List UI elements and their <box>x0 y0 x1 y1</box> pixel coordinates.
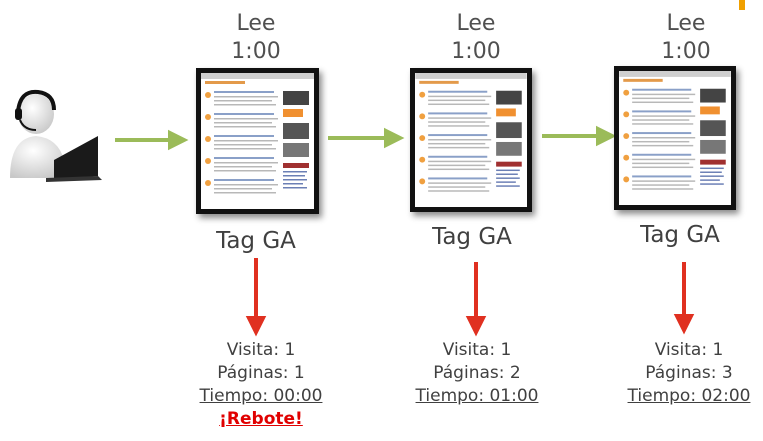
pages-count-1: Páginas: 1 <box>217 363 305 383</box>
down-arrow-2-head <box>465 316 487 337</box>
time-total-3: Tiempo: 02:00 <box>627 386 751 406</box>
flow-arrow-3-head <box>596 125 617 147</box>
read-time-2: 1:00 <box>451 39 501 64</box>
webpage-screenshot-1 <box>196 68 319 214</box>
bounce-label: ¡Rebote! <box>219 409 303 429</box>
down-arrow-3-head <box>673 314 695 335</box>
flow-arrow-1-head <box>168 129 189 151</box>
webpage-thumbnail-icon <box>201 73 314 194</box>
down-arrow-1-head <box>245 316 267 337</box>
read-label-3: Lee <box>666 11 706 36</box>
read-label-1: Lee <box>236 11 276 36</box>
flow-arrow-2-head <box>384 127 405 149</box>
read-time-1: 1:00 <box>231 39 281 64</box>
corner-accent <box>739 0 745 10</box>
visits-count-1: Visita: 1 <box>226 340 296 360</box>
webpage-screenshot-2 <box>410 68 532 212</box>
pages-count-3: Páginas: 3 <box>645 363 733 383</box>
read-time-3: 1:00 <box>661 39 711 64</box>
webpage-thumbnail-icon <box>415 73 527 192</box>
read-label-2: Lee <box>456 11 496 36</box>
time-total-2: Tiempo: 01:00 <box>415 386 539 406</box>
webpage-thumbnail-icon <box>619 71 731 190</box>
stats-block-2: Visita: 1 Páginas: 2 Tiempo: 01:00 <box>392 339 562 408</box>
visits-count-2: Visita: 1 <box>442 340 512 360</box>
stats-block-3: Visita: 1 Páginas: 3 Tiempo: 02:00 <box>604 339 763 408</box>
pages-count-2: Páginas: 2 <box>433 363 521 383</box>
user-with-headset-icon <box>10 89 102 182</box>
visits-count-3: Visita: 1 <box>654 340 724 360</box>
webpage-screenshot-3 <box>614 66 736 210</box>
ga-tag-label-3: Tag GA <box>640 222 720 248</box>
ga-tag-label-1: Tag GA <box>216 228 296 254</box>
ga-tag-label-2: Tag GA <box>432 224 512 250</box>
time-total-1: Tiempo: 00:00 <box>199 386 323 406</box>
stats-block-1: Visita: 1 Páginas: 1 Tiempo: 00:00 ¡Rebo… <box>176 339 346 431</box>
